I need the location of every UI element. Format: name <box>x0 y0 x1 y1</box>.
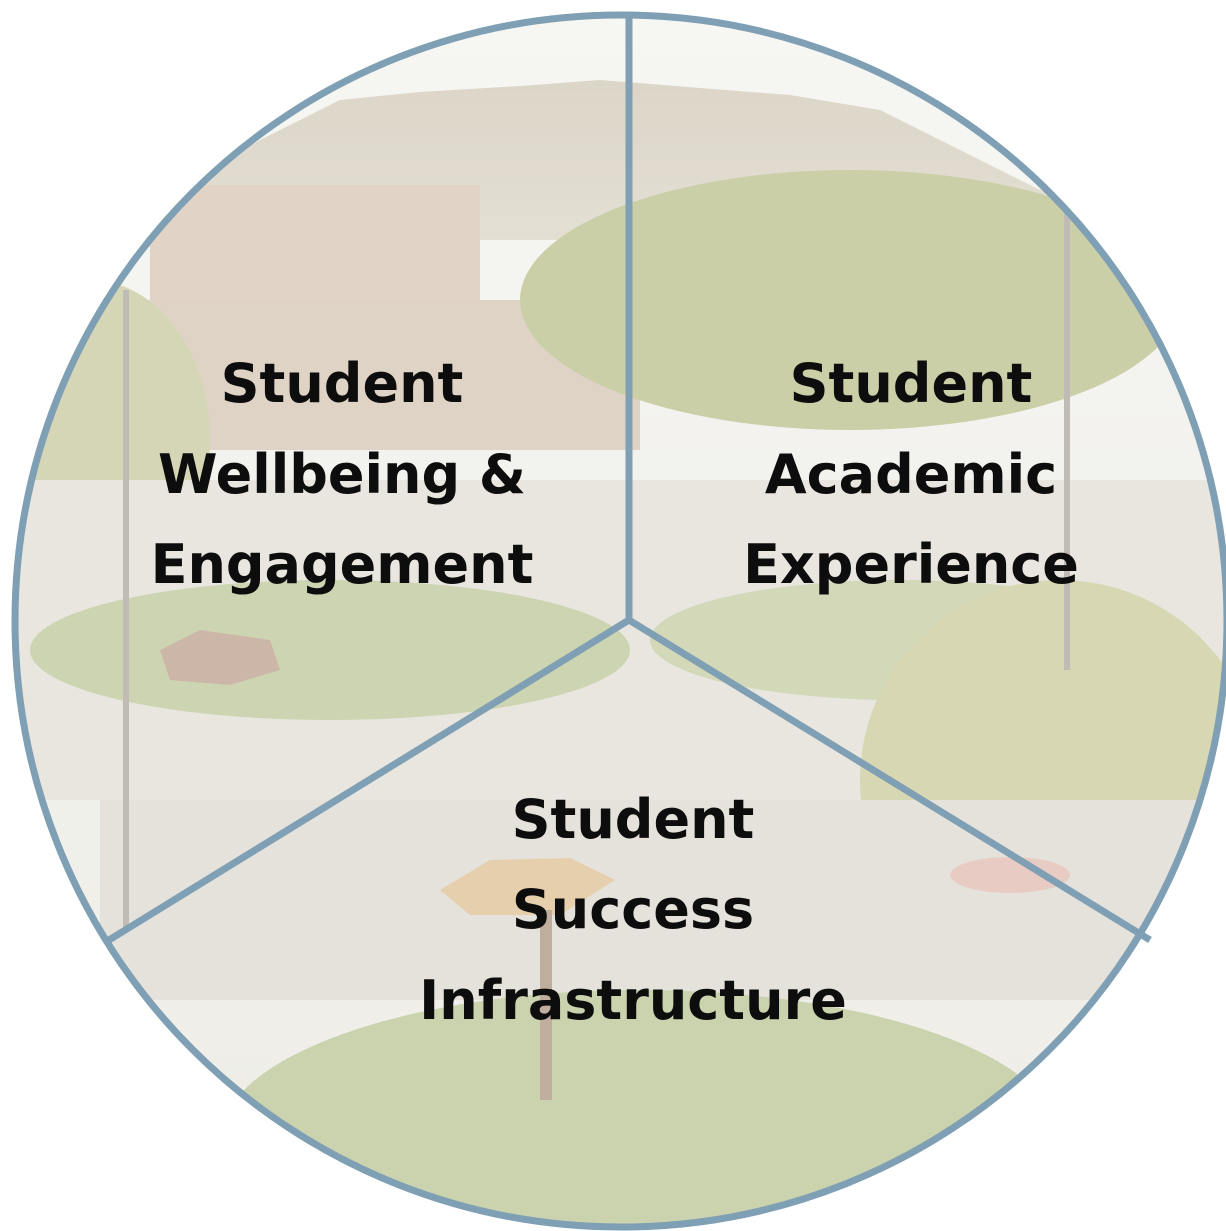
segment-academic-experience: Student Academic Experience <box>743 352 1079 596</box>
divider-right <box>627 617 1152 943</box>
segment-label-line: Student <box>790 352 1033 415</box>
segment-label-line: Success <box>512 878 754 941</box>
segment-label-line: Wellbeing & <box>158 443 526 506</box>
divider-left <box>107 617 631 943</box>
segment-label-line: Engagement <box>151 533 534 596</box>
light-pole-left <box>123 290 129 930</box>
circle-outline <box>11 11 1226 1231</box>
segment-wellbeing-engagement: Student Wellbeing & Engagement <box>151 352 534 596</box>
light-pole-right <box>1064 200 1070 670</box>
segment-label-line: Experience <box>743 533 1079 596</box>
building-left <box>150 185 480 305</box>
segment-label-line: Academic <box>765 443 1057 506</box>
segment-label-line: Infrastructure <box>419 969 847 1032</box>
segment-label-line: Student <box>512 788 755 851</box>
tree-canopy-upper <box>520 170 1180 430</box>
segment-success-infrastructure: Student Success Infrastructure <box>419 788 847 1032</box>
sculpture-pole <box>540 910 552 1100</box>
sculpture-left <box>160 630 280 685</box>
sculpture-canopy <box>440 858 615 915</box>
umbrella-right <box>950 857 1070 893</box>
segment-label-line: Student <box>221 352 464 415</box>
lawn-left <box>30 580 630 720</box>
